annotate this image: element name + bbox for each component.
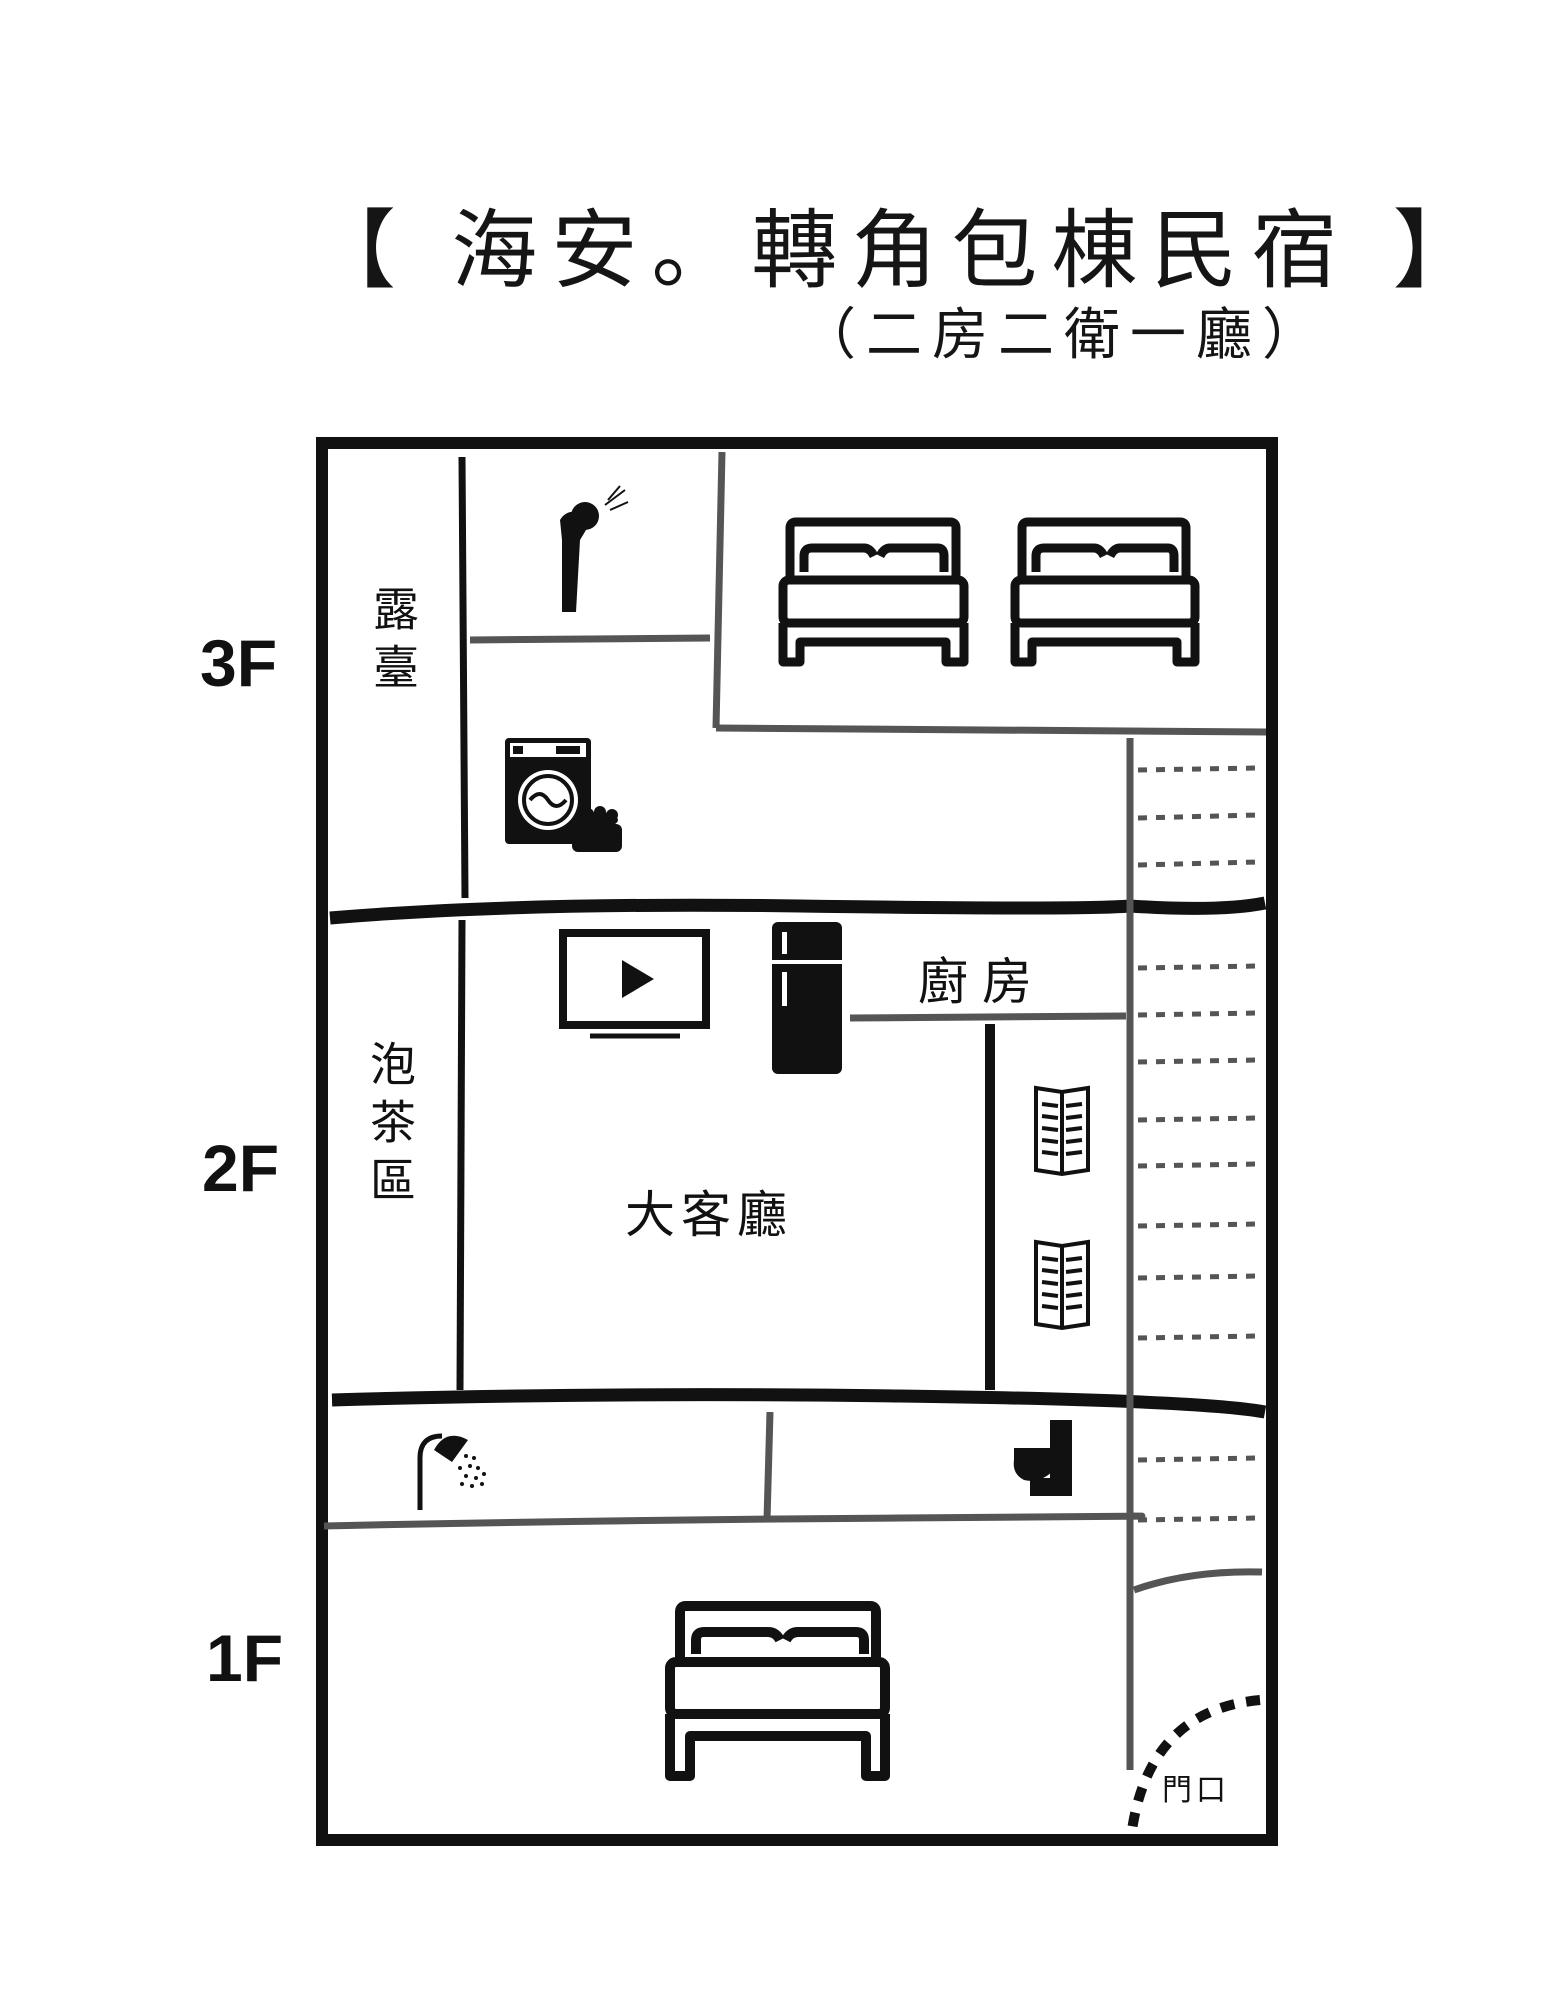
room-label-balcony: 露臺 bbox=[366, 585, 420, 701]
stairs-icon bbox=[1137, 765, 1259, 1523]
wall-bathroom-bottom bbox=[323, 1512, 1146, 1530]
washing-machine-icon bbox=[505, 738, 622, 852]
wall-bedroom-left bbox=[712, 451, 726, 729]
divider-2f-1f bbox=[331, 1388, 1267, 1419]
wall-entry-curve bbox=[1132, 1568, 1263, 1594]
room-label-entrance: 門口 bbox=[1162, 1773, 1230, 1808]
wall-kitchen-bottom bbox=[849, 1012, 1127, 1022]
wall-bathroom-split bbox=[763, 1411, 774, 1521]
double-bed-icon bbox=[1010, 517, 1200, 667]
wall-balcony bbox=[458, 456, 469, 899]
double-bed-icon bbox=[778, 517, 969, 667]
room-label-kitchen: 廚房 bbox=[918, 953, 1046, 1011]
floor-label-3f: 3F bbox=[200, 626, 278, 700]
washstand-person-icon bbox=[560, 485, 629, 612]
wall-bedroom-bottom bbox=[715, 724, 1267, 736]
wall-tea-area bbox=[456, 919, 466, 1391]
divider-3f-2f bbox=[329, 896, 1267, 925]
bookshelf-icon bbox=[1034, 1239, 1090, 1331]
floor-label-1f: 1F bbox=[206, 1621, 284, 1695]
shower-icon bbox=[417, 1433, 486, 1510]
wall-washroom-bottom bbox=[469, 634, 711, 644]
page-subtitle: （二房二衛一廳） bbox=[800, 303, 1328, 368]
refrigerator-icon bbox=[772, 922, 842, 1074]
bookshelf-icon bbox=[1034, 1085, 1090, 1177]
toilet-icon bbox=[1013, 1420, 1072, 1496]
page-title: 【 海安。轉角包棟民宿 】 bbox=[310, 201, 1493, 301]
floor-label-2f: 2F bbox=[202, 1131, 280, 1205]
tv-icon bbox=[559, 929, 710, 1039]
outer-wall bbox=[316, 437, 1278, 1846]
double-bed-icon bbox=[665, 1601, 890, 1781]
room-label-living-room: 大客廳 bbox=[625, 1186, 793, 1244]
room-label-tea-area: 泡茶區 bbox=[363, 1040, 417, 1214]
